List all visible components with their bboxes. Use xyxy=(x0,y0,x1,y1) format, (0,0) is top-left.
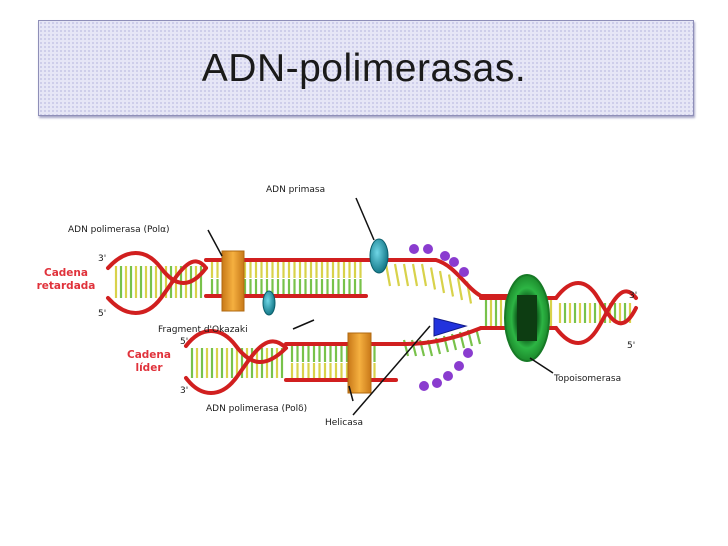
ssb-proteins xyxy=(409,244,473,391)
parent-helix-b xyxy=(554,289,638,345)
primase-enzyme xyxy=(369,238,389,274)
dna-replication-diagram: ADN primasa ADN polimerasa (Polα) Fragme… xyxy=(37,185,638,428)
dna-backbones xyxy=(106,251,638,395)
label-okazaki-fragment: Fragment d'Okazaki xyxy=(158,325,248,335)
polymerase-alpha xyxy=(221,250,245,312)
base-pair-rung xyxy=(420,263,428,287)
leader-lines xyxy=(207,197,554,416)
base-pair-rung xyxy=(447,274,455,297)
base-pair-rung xyxy=(456,277,464,301)
slide-title: ADN-polimerasas. xyxy=(201,47,527,90)
label-helicase: Helicasa xyxy=(325,418,363,428)
lagging-helix-bottom xyxy=(106,259,208,315)
polymerase-delta xyxy=(347,332,372,394)
end-lagging-bottom: 5' xyxy=(98,309,106,319)
title-bar xyxy=(38,20,694,116)
label-topoisomerase: Topoisomerasa xyxy=(553,374,621,384)
base-pair-rung xyxy=(438,270,446,294)
label-lagging-strand-2: retardada xyxy=(37,280,96,292)
label-leading-strand-2: líder xyxy=(135,362,163,374)
okazaki-bound-enzyme xyxy=(262,290,276,316)
topoisomerase-core xyxy=(517,295,537,341)
base-pair-rung xyxy=(411,263,419,287)
label-polymerase-delta: ADN polimerasa (Polδ) xyxy=(206,404,307,414)
base-pair-rung xyxy=(402,263,410,287)
lagging-helix-top xyxy=(106,251,208,285)
fork-upper-template xyxy=(369,258,528,298)
end-leading-top: 5' xyxy=(180,337,188,347)
helicase-enzyme xyxy=(433,317,468,337)
base-pair-rung xyxy=(429,267,437,290)
leading-helix-top xyxy=(184,329,288,364)
leading-helix-bottom xyxy=(184,339,288,395)
end-right-top: 3' xyxy=(629,291,637,301)
label-polymerase-alpha: ADN polimerasa (Polα) xyxy=(68,225,170,235)
base-pair-rung xyxy=(393,263,401,287)
label-lagging-strand-1: Cadena xyxy=(44,267,88,279)
end-right-bottom: 5' xyxy=(627,341,635,351)
base-pair-rung xyxy=(384,263,392,287)
label-leading-strand-1: Cadena xyxy=(127,349,171,361)
end-lagging-top: 3' xyxy=(98,254,106,264)
label-primase: ADN primasa xyxy=(266,185,325,195)
parent-helix-a xyxy=(554,281,638,326)
end-leading-bottom: 3' xyxy=(180,386,188,396)
